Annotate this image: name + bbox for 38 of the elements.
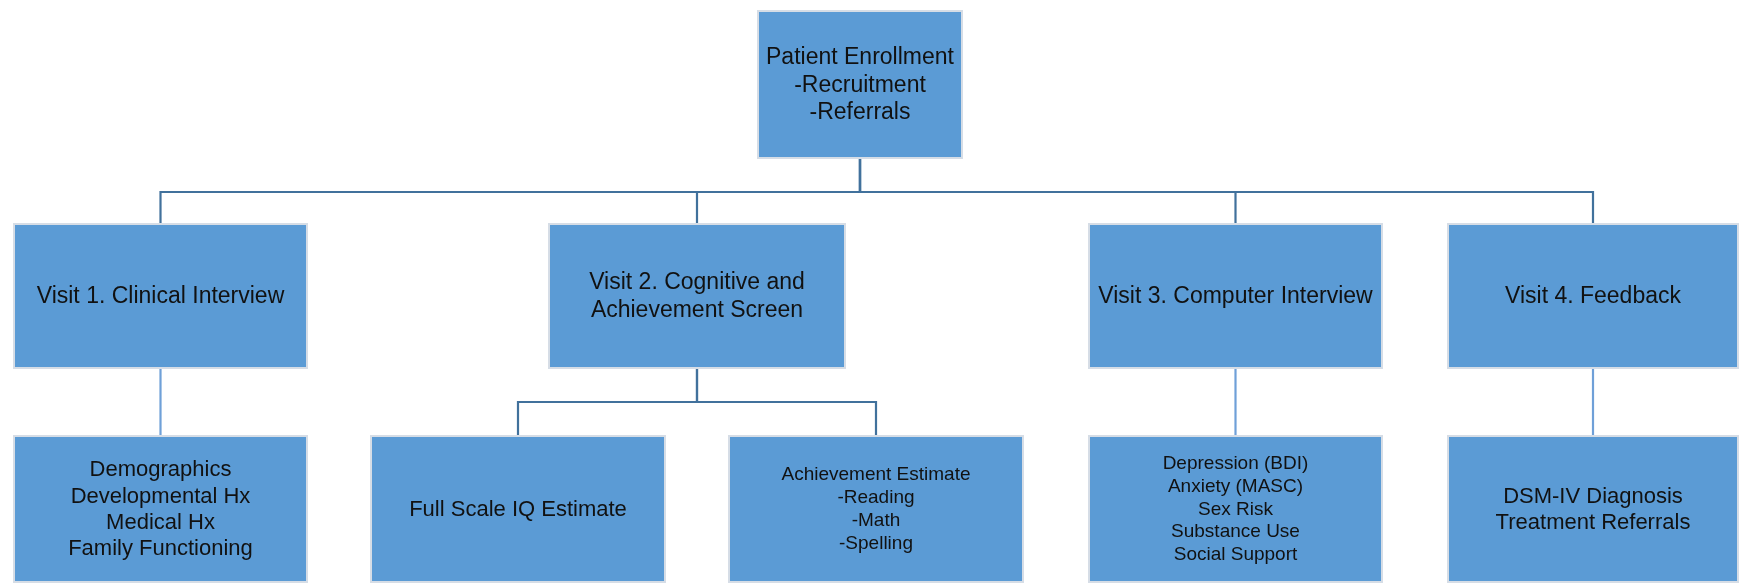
- box-text: Social Support: [1173, 543, 1298, 566]
- connector-line: [1234, 369, 1237, 435]
- box-text: Full Scale IQ Estimate: [409, 495, 627, 523]
- box-text: Depression (BDI): [1162, 452, 1309, 475]
- connector-line: [159, 369, 162, 435]
- box-text: Visit 2. Cognitive and Achievement Screen: [588, 268, 806, 324]
- process-box: [1447, 435, 1739, 583]
- process-box: [728, 435, 1024, 583]
- connector-line: [1591, 369, 1595, 435]
- process-box: [757, 10, 963, 159]
- box-text: Treatment Referrals: [1495, 509, 1691, 536]
- box-text: Achievement Estimate: [781, 463, 971, 487]
- connector-line: [858, 159, 1595, 223]
- box-text: Medical Hx: [106, 509, 215, 536]
- box-text: Family Functioning: [68, 535, 253, 562]
- process-box: [1088, 223, 1383, 369]
- box-text: -Math: [851, 509, 901, 532]
- box-text: DSM-IV Diagnosis: [1503, 482, 1683, 509]
- box-text: Visit 3. Computer Interview: [1098, 282, 1373, 310]
- process-box: [13, 435, 308, 583]
- process-box: [13, 223, 308, 369]
- box-text: Visit 1. Clinical Interview: [36, 282, 285, 310]
- box-text: -Reading: [837, 486, 915, 509]
- box-text: Demographics: [89, 456, 232, 483]
- box-text: Patient Enrollment: [766, 43, 954, 71]
- process-box: [1447, 223, 1739, 369]
- process-box: [370, 435, 666, 583]
- process-box: [548, 223, 846, 369]
- connector-line: [695, 369, 878, 435]
- process-box: [1088, 435, 1383, 583]
- box-text: Sex Risk: [1198, 497, 1273, 521]
- box-text: Substance Use: [1171, 520, 1300, 544]
- box-text: -Recruitment: [794, 70, 926, 99]
- box-text: Anxiety (MASC): [1167, 474, 1304, 498]
- box-text: Visit 4. Feedback: [1505, 282, 1681, 310]
- box-text: Developmental Hx: [70, 482, 251, 509]
- box-text: -Spelling: [839, 531, 913, 555]
- box-text: -Referrals: [809, 98, 911, 126]
